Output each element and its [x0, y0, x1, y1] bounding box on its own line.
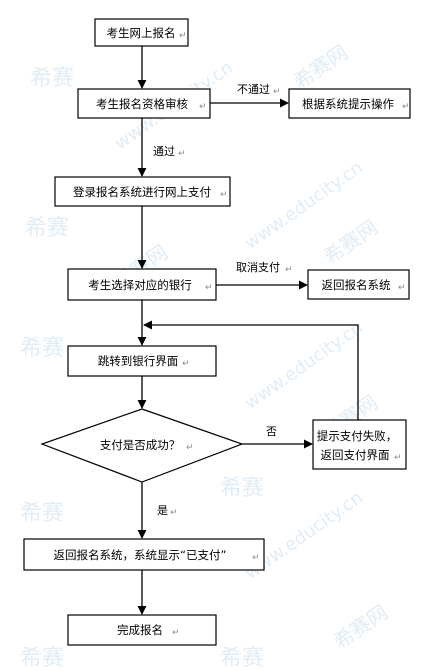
- node-label: 考生选择对应的银行: [88, 278, 192, 292]
- paragraph-mark: ↵: [199, 102, 207, 112]
- node-label: 返回报名系统: [322, 278, 391, 292]
- paragraph-mark: ↵: [220, 190, 228, 200]
- edge-label-yes: 是: [157, 504, 168, 517]
- arrow-failed-loop-back: [143, 320, 359, 420]
- edge-label-passed: 通过: [153, 145, 175, 158]
- node-payment-failed: 提示支付失败， 返回支付界面 ↵: [312, 419, 407, 470]
- watermark-logo: 希赛: [30, 66, 74, 91]
- edge-label-cancel-payment: 取消支付: [236, 260, 280, 274]
- watermark-logo: 希赛: [220, 646, 264, 671]
- paragraph-mark: ↵: [182, 359, 190, 369]
- node-login-pay: 登录报名系统进行网上支付 ↵: [54, 176, 231, 207]
- node-label: 返回报名系统，系统显示“已支付”: [54, 548, 227, 562]
- watermark-logo: 希赛: [220, 476, 264, 501]
- node-payment-success-decision: 支付是否成功？ ↵: [40, 408, 244, 483]
- node-label: 跳转到银行界面: [98, 354, 179, 368]
- paragraph-mark: ↵: [273, 87, 281, 97]
- paragraph-mark: ↵: [398, 283, 406, 293]
- node-choose-bank: 考生选择对应的银行 ↵: [67, 268, 217, 301]
- node-follow-system-prompt: 根据系统提示操作 ↵: [288, 88, 411, 119]
- node-label: 根据系统提示操作: [302, 97, 394, 111]
- node-label-line1: 提示支付失败，: [317, 429, 398, 443]
- paragraph-mark: ↵: [252, 553, 260, 563]
- watermark-net: 希赛网: [319, 215, 382, 269]
- node-register-online: 考生网上报名 ↵: [94, 18, 189, 47]
- watermark-url: www.educity.cn: [241, 317, 367, 414]
- paragraph-mark: ↵: [179, 31, 187, 41]
- watermark-net: 希赛网: [289, 40, 352, 94]
- node-label: 考生网上报名: [107, 26, 176, 40]
- watermark-logo: 希赛: [20, 646, 64, 671]
- connectors: [137, 46, 359, 615]
- paragraph-mark: ↵: [178, 149, 186, 159]
- watermark-logo: 希赛: [20, 501, 64, 526]
- paragraph-mark: ↵: [285, 265, 293, 275]
- paragraph-mark: ↵: [170, 508, 178, 518]
- paragraph-mark: ↵: [186, 443, 194, 453]
- node-qualification-review: 考生报名资格审核 ↵: [77, 88, 211, 119]
- paragraph-mark: ↵: [402, 102, 410, 112]
- node-jump-bank-page: 跳转到银行界面 ↵: [67, 345, 217, 377]
- node-label: 考生报名资格审核: [96, 97, 188, 111]
- paragraph-mark: ↵: [172, 628, 180, 638]
- node-complete: 完成报名 ↵: [67, 614, 217, 646]
- node-return-paid: 返回报名系统，系统显示“已支付” ↵: [23, 538, 265, 571]
- node-label-line2: 返回支付界面: [321, 448, 390, 462]
- watermark-logo: 希赛: [25, 216, 69, 241]
- edge-label-no: 否: [266, 425, 277, 438]
- node-label: 完成报名: [117, 623, 163, 637]
- node-label: 支付是否成功？: [100, 438, 181, 452]
- edge-label-not-passed: 不通过: [237, 83, 270, 96]
- watermark-logo: 希赛: [20, 336, 64, 361]
- node-return-system: 返回报名系统 ↵: [307, 269, 410, 300]
- node-label: 登录报名系统进行网上支付: [73, 185, 211, 199]
- paragraph-mark: ↵: [205, 283, 213, 293]
- edge-labels: 不通过 ↵ 通过 ↵ 取消支付 ↵ 否 是 ↵: [153, 83, 293, 518]
- paragraph-mark: ↵: [394, 453, 402, 463]
- watermark-net: 希赛网: [329, 600, 392, 654]
